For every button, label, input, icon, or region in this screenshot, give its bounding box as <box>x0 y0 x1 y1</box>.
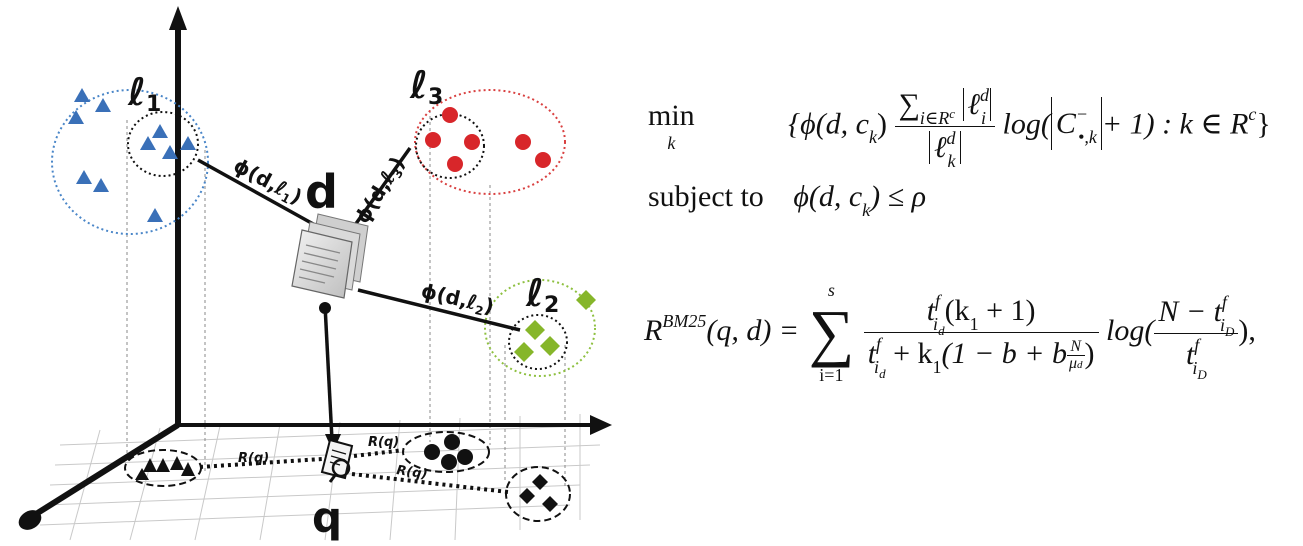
edge-joint <box>319 302 331 314</box>
idf-num-subsub: D <box>1224 323 1235 339</box>
retrieval-label-r1: R(q) <box>238 451 269 466</box>
t-den-sub: i <box>874 356 880 377</box>
t-den: t <box>867 336 877 370</box>
sum-top: s <box>827 280 835 300</box>
label-l1: ℓ1 <box>127 70 161 117</box>
paren-close: ) <box>877 107 888 141</box>
den-mu: μ <box>1068 355 1077 373</box>
log-open: log( <box>1002 107 1051 141</box>
idf-num: N − t <box>1158 294 1222 328</box>
ell-k-sub: k <box>947 151 956 171</box>
equation-subject: subject to ϕ(d, ck) ≤ ρ <box>648 180 927 220</box>
idf-num-sub: i <box>1219 314 1225 335</box>
sum-bottom: i=1 <box>819 365 844 385</box>
label-l3: ℓ3 <box>409 63 443 110</box>
num-tail: (k <box>944 293 970 327</box>
equation-min: min k {ϕ(d, ck) ∑i∈Rc ℓdi ℓdk log(C−•,k+… <box>648 85 1271 171</box>
green-diamonds <box>514 290 596 362</box>
constraint-expr: ϕ(d, c <box>793 180 863 213</box>
constraint-sub: k <box>862 200 871 220</box>
document-stack-icon <box>291 213 369 299</box>
sum-sign: ∑ <box>898 88 920 121</box>
idf-den-sup: f <box>1194 334 1200 355</box>
cluster-l2-inner-ring <box>508 314 568 370</box>
min-operator: min <box>648 99 695 132</box>
t-num-subsub: d <box>938 322 945 338</box>
axes <box>18 6 612 530</box>
floor-triangles <box>135 456 195 480</box>
bm25-log: log( <box>1106 313 1155 347</box>
cluster-l2-outer-ring <box>484 279 596 377</box>
floor-diamonds <box>519 474 558 512</box>
floor-circles <box>424 434 473 470</box>
c-sub: •,k <box>1078 127 1097 148</box>
ell-k-sup: d <box>946 128 956 148</box>
min-tail: + 1) : k ∈ R <box>1101 107 1249 141</box>
floor-cluster-l2 <box>505 466 571 522</box>
c-var: C <box>1055 107 1076 141</box>
retrieval-label-r3: R(q) <box>368 435 399 450</box>
t-num: t <box>926 293 936 327</box>
min-subscript: k <box>667 133 676 153</box>
ell-i-sup: d <box>980 85 990 105</box>
label-l2: ℓ2 <box>525 271 559 318</box>
label-query: q <box>312 493 342 542</box>
sum-index: i∈R <box>919 108 950 128</box>
den-mu-sub: d <box>1077 359 1083 372</box>
cluster-l1-inner-ring <box>127 111 199 177</box>
num-tail-sub: 1 <box>969 313 979 334</box>
subject-to: subject to <box>648 180 764 213</box>
idf-fraction: N − tfiD tfiD <box>1154 291 1239 382</box>
retrieval-label-r2: R(q) <box>395 463 428 482</box>
idf-den-subsub: D <box>1197 366 1207 382</box>
label-document: d <box>305 165 338 219</box>
cluster-l1-outer-ring <box>51 89 209 235</box>
ck-subscript: k <box>869 127 878 148</box>
den-close: ) <box>1084 336 1095 370</box>
c-sup: − <box>1075 104 1089 125</box>
t-den-sup: f <box>876 333 882 354</box>
min-brace-open: {ϕ(d, c <box>788 107 870 141</box>
num-tail2: + 1) <box>978 293 1036 327</box>
den-N: N <box>1066 339 1085 357</box>
blue-triangles <box>68 88 196 222</box>
brace-close: } <box>1256 107 1271 141</box>
red-circles <box>425 107 551 172</box>
edge-label-d-l3: ϕ(d,ℓ3) <box>350 152 411 228</box>
t-den-subsub: d <box>879 365 886 381</box>
query-document-icon <box>320 438 354 483</box>
projection-lines <box>126 110 566 488</box>
bm25-lhs: R <box>644 313 663 347</box>
rc-sup: c <box>1248 104 1257 125</box>
edges <box>197 146 521 441</box>
bm25-lhs-tail: (q, d) = <box>706 313 800 347</box>
sum-index-sup: c <box>949 106 956 121</box>
den-mid: + k <box>885 336 933 370</box>
den-rest: (1 − b + b <box>941 336 1067 370</box>
equation-bm25: RBM25(q, d) = s ∑ i=1 tfid(k1 + 1) tfid … <box>644 280 1256 386</box>
magnifier-icon <box>331 458 351 478</box>
bm25-close: ), <box>1238 313 1256 347</box>
t-num-sup: f <box>935 290 941 311</box>
ell-i: ℓ <box>967 88 981 121</box>
ell-k: ℓ <box>934 131 947 164</box>
cluster-l3-outer-ring <box>414 89 566 195</box>
idf-num-sup: f <box>1221 291 1227 312</box>
t-num-sub: i <box>933 313 939 334</box>
bm25-sup: BM25 <box>662 310 707 331</box>
retrieval-lines <box>199 448 509 494</box>
bm25-sum: ∑ <box>808 297 855 368</box>
constraint-tail: ) ≤ ρ <box>870 180 927 213</box>
ell-i-sub: i <box>981 108 987 128</box>
idf-den: t <box>1185 337 1195 371</box>
idf-den-sub: i <box>1192 357 1198 378</box>
fraction-ell: ∑i∈Rc ℓdi ℓdk <box>894 85 996 171</box>
den-mid-sub: 1 <box>932 356 942 377</box>
